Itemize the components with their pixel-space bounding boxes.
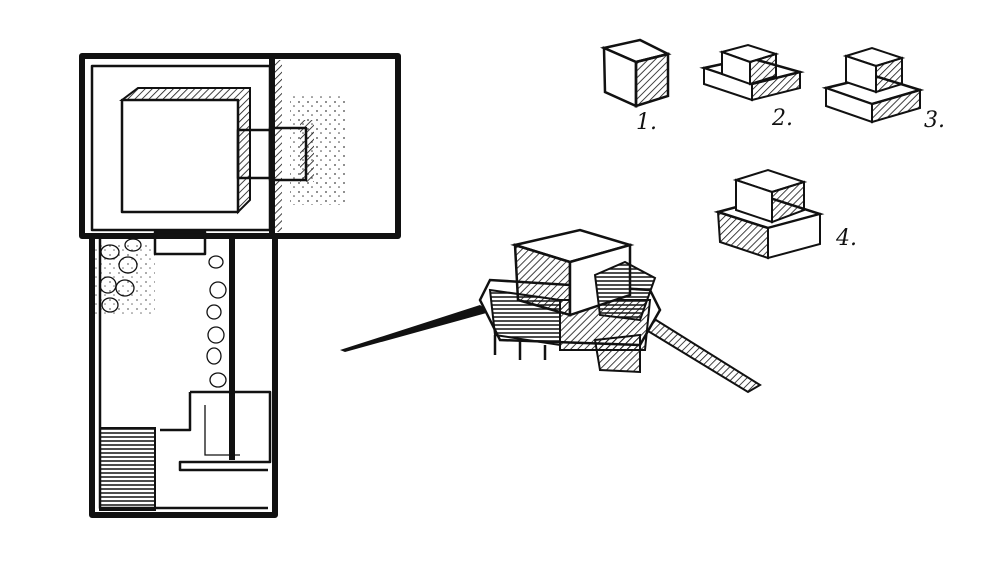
isometric-view <box>340 228 762 394</box>
variant-4-label: 4. <box>836 226 857 251</box>
variant-2-label: 2. <box>772 106 793 131</box>
variant-3-label: 3. <box>924 108 945 133</box>
variant-1 <box>599 38 672 108</box>
variant-1-label: 1. <box>636 110 657 135</box>
floor-plan <box>79 53 401 518</box>
variant-4 <box>713 168 825 260</box>
variant-3 <box>821 46 925 124</box>
variant-2 <box>699 43 805 102</box>
